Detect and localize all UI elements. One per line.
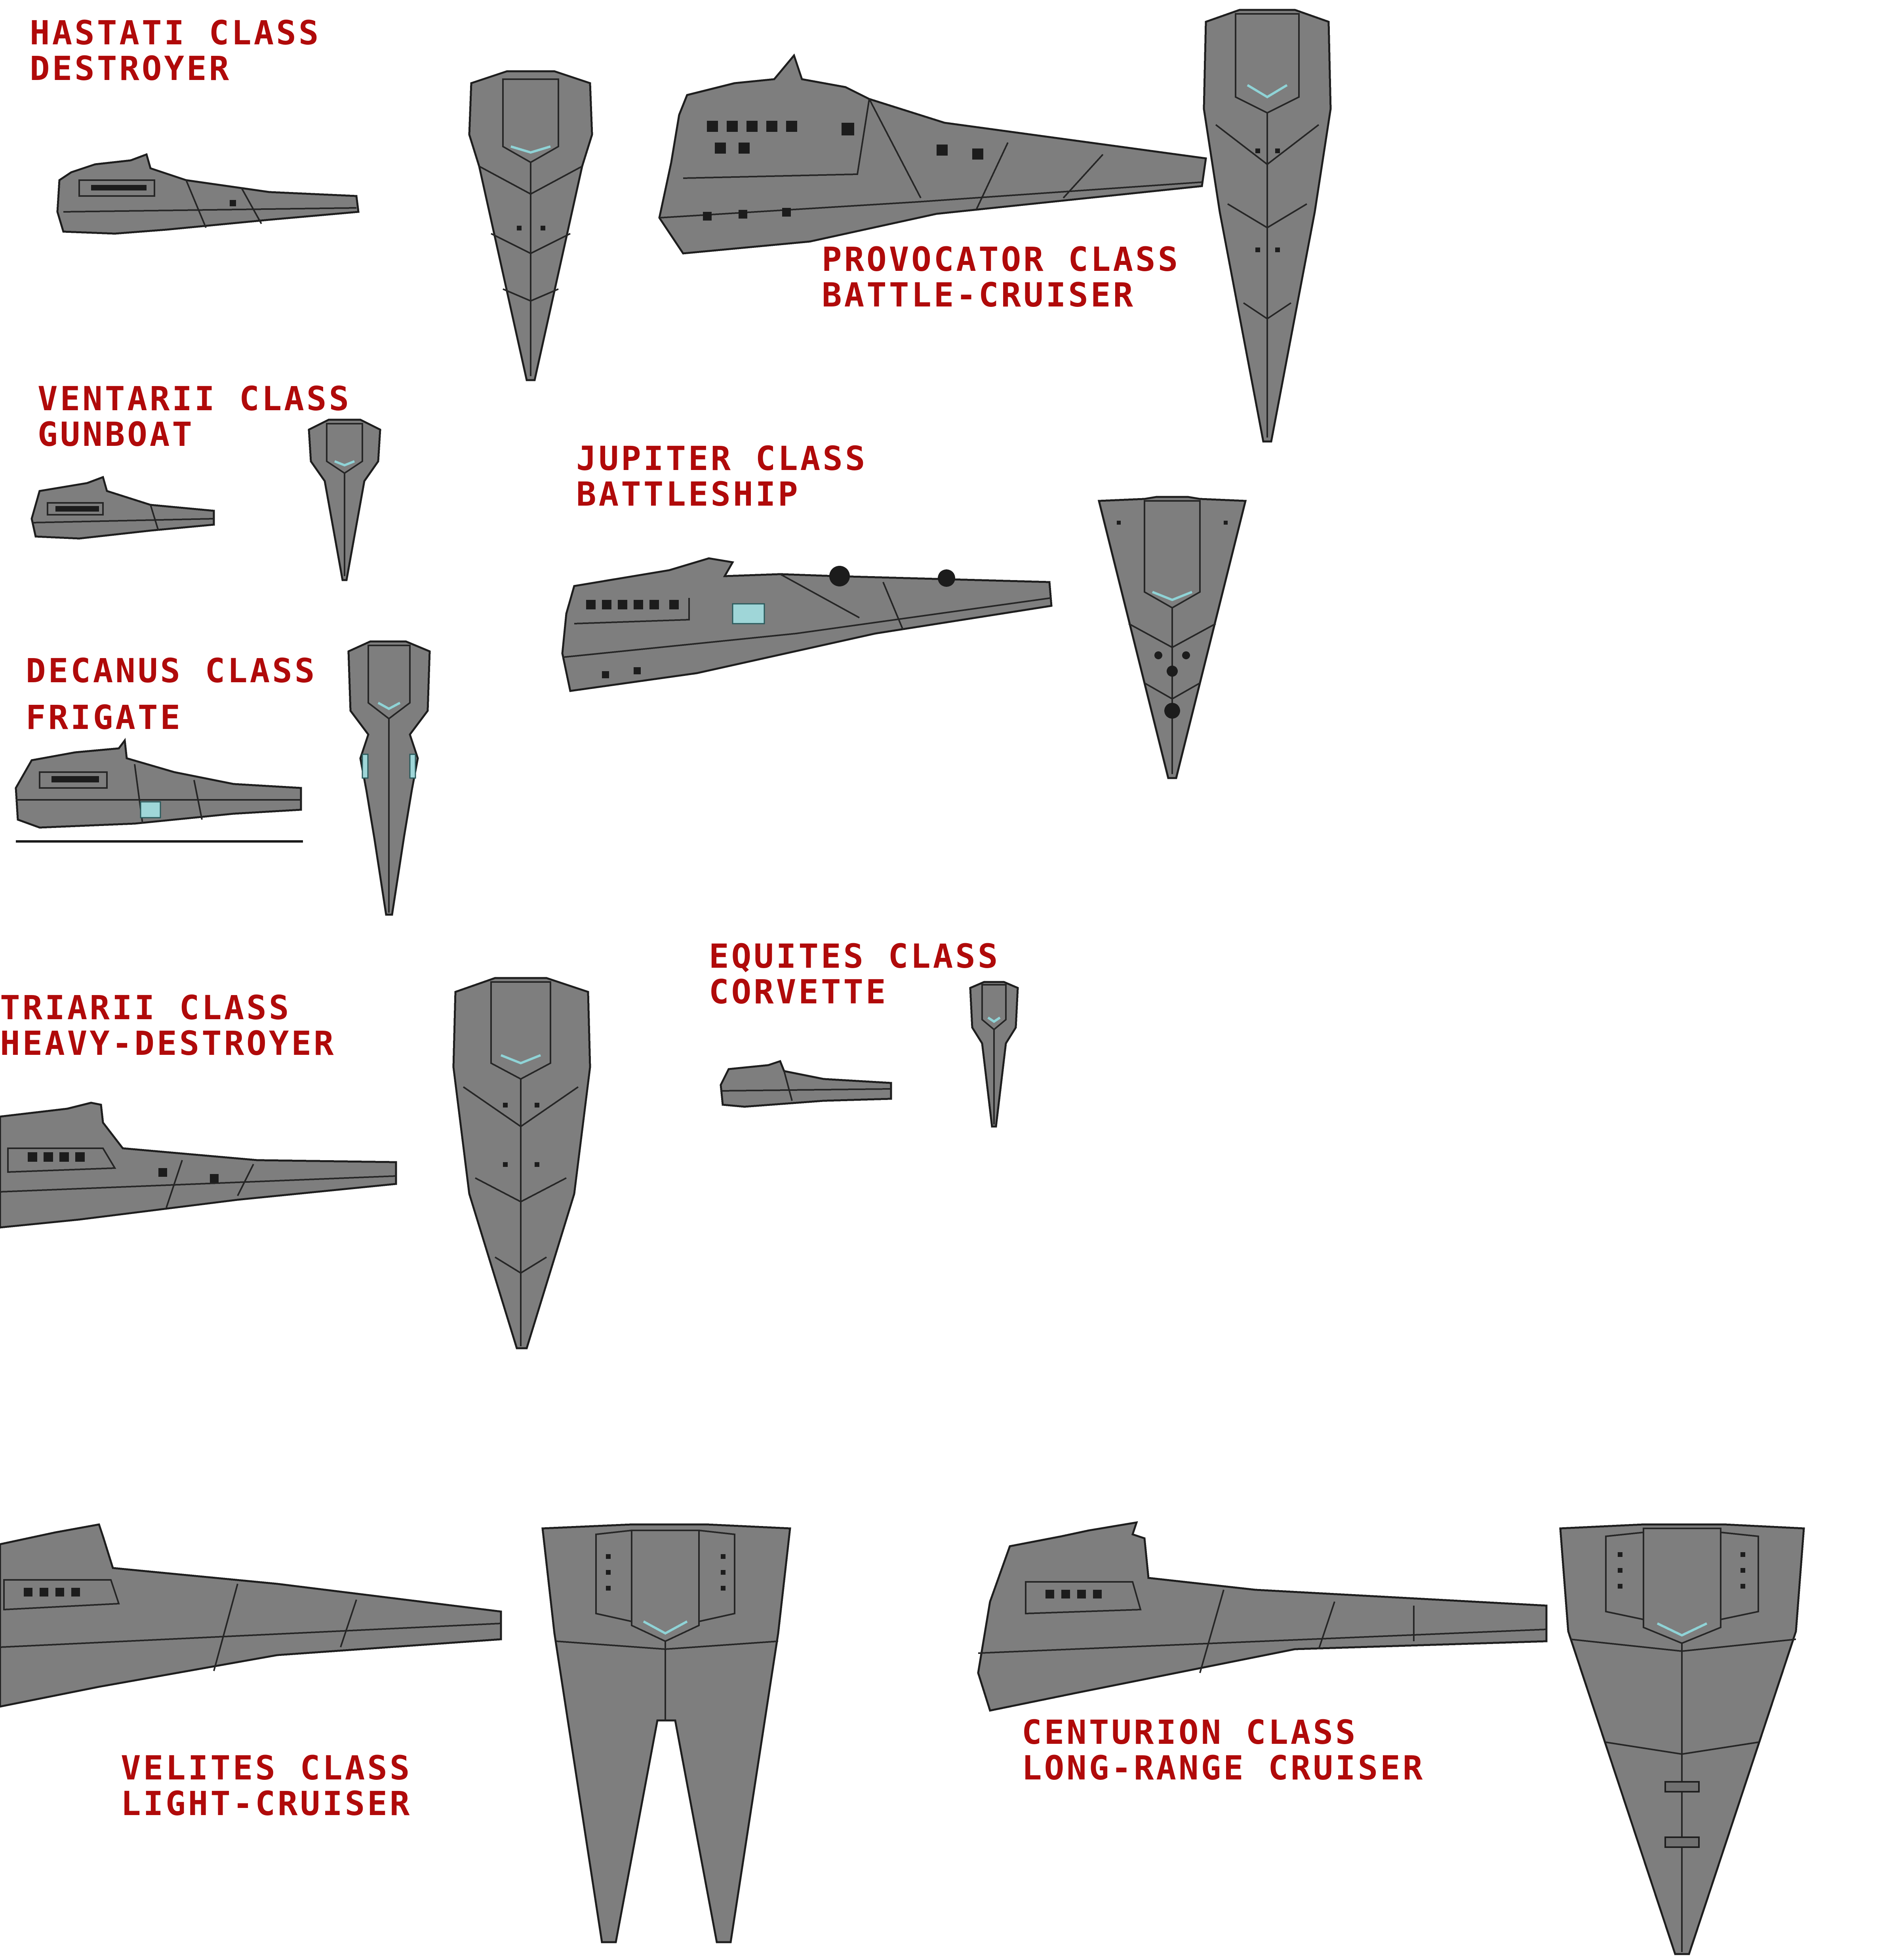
equites-class-name: EQUITES CLASS xyxy=(709,937,1000,976)
ventarii-side-view xyxy=(30,476,215,540)
velites-ship-type: LIGHT-CRUISER xyxy=(121,1784,412,1823)
centurion-side-view xyxy=(977,1521,1548,1712)
ventarii-ship-type: GUNBOAT xyxy=(38,415,195,454)
provocator-ship-type: BATTLE-CRUISER xyxy=(822,276,1136,314)
jupiter-top-view xyxy=(1097,496,1247,779)
equites-ship-type: CORVETTE xyxy=(709,972,888,1011)
decanus-class-name: DECANUS CLASS xyxy=(26,651,317,690)
velites-side-view xyxy=(0,1523,502,1708)
provocator-top-view xyxy=(1203,9,1332,443)
centurion-label: CENTURION CLASS LONG-RANGE CRUISER xyxy=(1022,1715,1425,1786)
provocator-class-name: PROVOCATOR CLASS xyxy=(822,240,1181,279)
velites-class-name: VELITES CLASS xyxy=(121,1749,412,1787)
velites-top-view xyxy=(541,1523,791,1943)
equites-label: EQUITES CLASS CORVETTE xyxy=(709,938,1000,1010)
jupiter-label: JUPITER CLASS BATTLESHIP xyxy=(576,441,867,512)
triarii-top-view xyxy=(452,977,591,1349)
ventarii-class-name: VENTARII CLASS xyxy=(38,379,352,418)
ventarii-top-view xyxy=(308,419,381,581)
ventarii-label: VENTARII CLASS GUNBOAT xyxy=(38,381,351,452)
hastati-top-view xyxy=(468,70,593,381)
equites-top-view xyxy=(969,981,1019,1128)
equites-side-view xyxy=(720,1060,892,1108)
jupiter-side-view xyxy=(561,557,1053,692)
provocator-side-view xyxy=(658,53,1207,255)
hastati-side-view xyxy=(56,153,360,235)
centurion-ship-type: LONG-RANGE CRUISER xyxy=(1022,1749,1425,1787)
hastati-class-name: HASTATI CLASS xyxy=(30,13,321,52)
triarii-label: TRIARII CLASS HEAVY-DESTROYER xyxy=(0,990,336,1061)
decanus-ship-type: FRIGATE xyxy=(26,698,183,737)
triarii-ship-type: HEAVY-DESTROYER xyxy=(0,1024,336,1063)
jupiter-ship-type: BATTLESHIP xyxy=(576,475,800,514)
decanus-top-view xyxy=(347,640,431,916)
provocator-label: PROVOCATOR CLASS BATTLE-CRUISER xyxy=(822,242,1180,313)
hastati-ship-type: DESTROYER xyxy=(30,49,232,88)
triarii-class-name: TRIARII CLASS xyxy=(0,988,291,1027)
triarii-side-view xyxy=(0,1102,397,1229)
decanus-label: DECANUS CLASS FRIGATE xyxy=(26,647,317,741)
velites-label: VELITES CLASS LIGHT-CRUISER xyxy=(121,1750,412,1821)
centurion-class-name: CENTURION CLASS xyxy=(1022,1713,1358,1752)
jupiter-class-name: JUPITER CLASS xyxy=(576,439,868,478)
centurion-top-view xyxy=(1559,1523,1805,1955)
hastati-label: HASTATI CLASS DESTROYER xyxy=(30,15,321,86)
decanus-side-view xyxy=(15,738,303,843)
